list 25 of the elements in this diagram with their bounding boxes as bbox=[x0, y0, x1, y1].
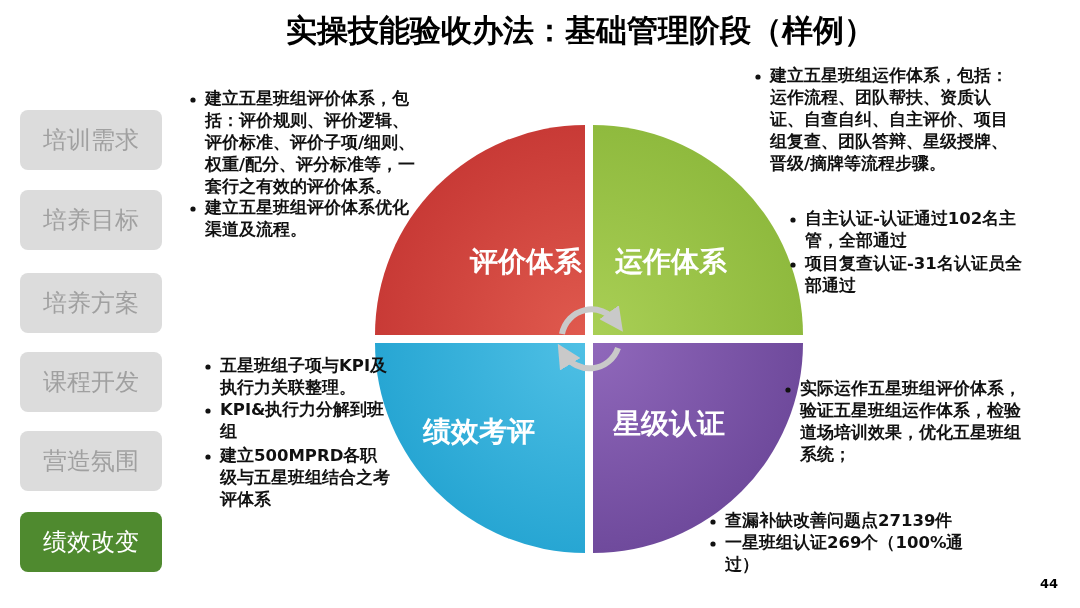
page-number: 44 bbox=[1039, 576, 1058, 591]
quadrant-segment bbox=[593, 125, 803, 335]
quadrant-label: 星级认证 bbox=[613, 406, 725, 442]
bullet-text: 建立五星班组评价体系优化渠道及流程。 bbox=[205, 197, 410, 241]
cycle-arrow bbox=[557, 344, 621, 372]
bullet-text: 建立500MPRD各职级与五星班组结合之考评体系 bbox=[220, 445, 391, 511]
bullet-text: 建立五星班组评价体系，包括：评价规则、评价逻辑、评价标准、评价子项/细则、权重/配分、评分标准等，一套行之有效的评价体系。 bbox=[205, 88, 417, 198]
bullet-text: KPI&执行力分解到班组 bbox=[220, 399, 386, 443]
menu-item: 培训需求 bbox=[20, 110, 162, 170]
menu-item: 培养目标 bbox=[20, 190, 162, 250]
bullet-text: 查漏补缺改善问题点27139件 bbox=[725, 510, 954, 532]
quadrant-label: 评价体系 bbox=[470, 244, 582, 280]
bullet-text: 项目复查认证-31名认证员全部通过 bbox=[805, 253, 1023, 297]
quadrant-label: 绩效考评 bbox=[423, 414, 535, 450]
menu-item: 营造氛围 bbox=[20, 431, 162, 491]
cycle-arrow bbox=[559, 305, 624, 335]
bullet-text: 建立五星班组运作体系，包括：运作流程、团队帮扶、资质认证、自查自纠、自主评价、项目组复查、团队答辩、星级授牌、晋级/摘牌等流程步骤。 bbox=[770, 65, 1009, 175]
active-menu-item: 绩效改变 bbox=[20, 512, 162, 572]
bullet-text: 自主认证-认证通过102名主管，全部通过 bbox=[805, 208, 1018, 252]
menu-item: 培养方案 bbox=[20, 273, 162, 333]
slide-title: 实操技能验收办法：基础管理阶段（样例） bbox=[284, 11, 876, 50]
quadrant-label: 运作体系 bbox=[615, 244, 727, 280]
menu-item: 课程开发 bbox=[20, 352, 162, 412]
bullet-text: 实际运作五星班组评价体系，验证五星班组运作体系，检验道场培训效果，优化五星班组系统； bbox=[800, 378, 1022, 466]
bullet-text: 一星班组认证269个（100%通过） bbox=[725, 532, 965, 576]
